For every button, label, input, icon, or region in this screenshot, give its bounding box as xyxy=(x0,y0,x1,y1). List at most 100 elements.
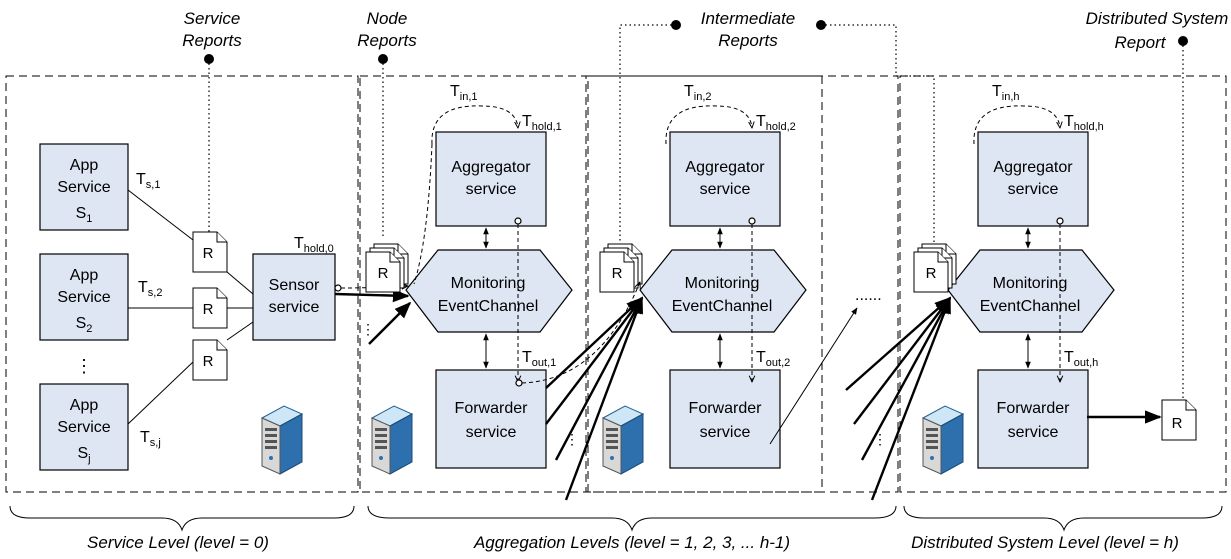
svg-text:Monitoring: Monitoring xyxy=(685,275,760,292)
t-out-label: Tout,1 xyxy=(522,349,556,369)
app-service-1: App Service S1 xyxy=(39,143,129,231)
node-3: Aggregator service Tin,hThold,hMonitoringE… xyxy=(947,83,1115,469)
t-in-label: Tin,1 xyxy=(450,83,478,103)
system-level-reports-stack: R xyxy=(913,243,957,293)
svg-text:R: R xyxy=(203,353,214,370)
intermediate-reports-stack: R xyxy=(599,243,643,293)
server-icon-node-1 xyxy=(371,405,413,475)
svg-text:S2: S2 xyxy=(76,315,93,335)
intermediate-reports-label-1: Intermediate xyxy=(701,9,796,28)
svg-text:S1: S1 xyxy=(76,205,93,225)
system-level-label: Distributed System Level (level = h) xyxy=(911,533,1179,552)
service-level-label: Service Level (level = 0) xyxy=(87,533,269,552)
t-hold-label: Thold,1 xyxy=(522,113,562,133)
server-icon-node-2 xyxy=(602,405,644,475)
svg-text:service: service xyxy=(700,424,751,441)
svg-text:Service: Service xyxy=(57,419,110,436)
t-in-label: Tin,2 xyxy=(684,83,712,103)
aggregation-levels-brace xyxy=(367,505,897,532)
svg-text:service: service xyxy=(1008,424,1059,441)
service-level-brace xyxy=(9,505,355,532)
t-sj-label: Ts,j xyxy=(140,429,161,449)
svg-text:Service: Service xyxy=(57,179,110,196)
svg-text:R: R xyxy=(378,265,389,282)
server-icon-service-level xyxy=(261,405,303,475)
svg-text:Service: Service xyxy=(57,289,110,306)
system-report-label-1: Distributed System xyxy=(1086,9,1229,28)
aggregation-levels-label: Aggregation Levels (level = 1, 2, 3, ...… xyxy=(473,533,790,552)
svg-text:EventChannel: EventChannel xyxy=(672,298,773,315)
svg-text:Monitoring: Monitoring xyxy=(993,275,1068,292)
system-ellipsis: ⋮ xyxy=(873,431,887,447)
t-out-label: Tout,h xyxy=(1064,349,1098,369)
svg-text:Aggregator: Aggregator xyxy=(451,159,531,176)
svg-text:Forwarder: Forwarder xyxy=(689,400,763,417)
app-service-2: App Service S2 xyxy=(39,253,129,341)
service-reports-label-1: Service xyxy=(184,9,241,28)
svg-text:service: service xyxy=(1008,181,1059,198)
system-level-region xyxy=(899,75,1227,493)
aggregator-service: Aggregator service xyxy=(669,131,781,227)
aggregation-levels-outer-region xyxy=(359,75,899,493)
system-report-label-2: Report xyxy=(1114,33,1166,52)
svg-text:Sj: Sj xyxy=(77,445,90,465)
node-reports-label-1: Node xyxy=(367,9,408,28)
service-report-1: R xyxy=(192,231,228,273)
svg-text:service: service xyxy=(466,424,517,441)
aggregator-service: Aggregator service xyxy=(977,131,1089,227)
svg-text:R: R xyxy=(203,245,214,262)
svg-text:App: App xyxy=(70,397,99,414)
svg-text:Forwarder: Forwarder xyxy=(997,400,1071,417)
svg-text:App: App xyxy=(70,157,99,174)
svg-text:service: service xyxy=(466,181,517,198)
svg-text:Monitoring: Monitoring xyxy=(451,275,526,292)
svg-text:R: R xyxy=(926,265,937,282)
svg-text:R: R xyxy=(1172,415,1183,432)
t-s2-label: Ts,2 xyxy=(138,279,162,299)
forwarder-service: Forwarder service xyxy=(669,369,781,469)
system-report-document: R xyxy=(1161,399,1197,441)
svg-text:service: service xyxy=(700,181,751,198)
app-service-j: App Service Sj xyxy=(39,383,129,471)
svg-text:EventChannel: EventChannel xyxy=(980,298,1081,315)
system-level-brace xyxy=(903,505,1223,532)
app-services-ellipsis: ⋮ xyxy=(75,356,93,376)
t-hold-label: Thold,2 xyxy=(756,113,796,133)
sensor-service: Sensor service xyxy=(252,253,336,341)
node-reports-label-2: Reports xyxy=(357,31,417,50)
service-report-3: R xyxy=(192,339,228,381)
svg-text:R: R xyxy=(612,265,623,282)
svg-text:Forwarder: Forwarder xyxy=(455,400,529,417)
t-s1-label: Ts,1 xyxy=(136,171,160,191)
svg-text:Sensor: Sensor xyxy=(269,277,320,294)
node-2: Aggregator service Tin,2Thold,2MonitoringE… xyxy=(639,83,807,469)
t-hold-label: Thold,h xyxy=(1064,113,1104,133)
node-reports-stack: R xyxy=(365,243,409,293)
aggregator-service: Aggregator service xyxy=(435,131,547,227)
server-icon-system-node xyxy=(922,405,964,475)
svg-text:App: App xyxy=(70,267,99,284)
svg-text:Aggregator: Aggregator xyxy=(685,159,765,176)
node-1: Aggregator service Tin,1Thold,1MonitoringE… xyxy=(405,83,573,469)
horizontal-ellipsis: ...... xyxy=(855,287,882,304)
service-report-2: R xyxy=(192,287,228,329)
node1-ellipsis: ⋮ xyxy=(361,321,375,337)
svg-text:service: service xyxy=(269,299,320,316)
service-level-region xyxy=(5,75,359,493)
svg-text:R: R xyxy=(203,301,214,318)
node2-ellipsis: ⋮ xyxy=(565,431,579,447)
t-in-label: Tin,h xyxy=(992,83,1020,103)
t-hold0-label: Thold,0 xyxy=(294,235,334,255)
svg-text:EventChannel: EventChannel xyxy=(438,298,539,315)
service-reports-label-2: Reports xyxy=(182,31,242,50)
forwarder-service: Forwarder service xyxy=(977,369,1089,469)
svg-text:Aggregator: Aggregator xyxy=(993,159,1073,176)
intermediate-reports-label-2: Reports xyxy=(718,31,778,50)
t-out-label: Tout,2 xyxy=(756,349,790,369)
forwarder-service: Forwarder service xyxy=(435,369,547,469)
